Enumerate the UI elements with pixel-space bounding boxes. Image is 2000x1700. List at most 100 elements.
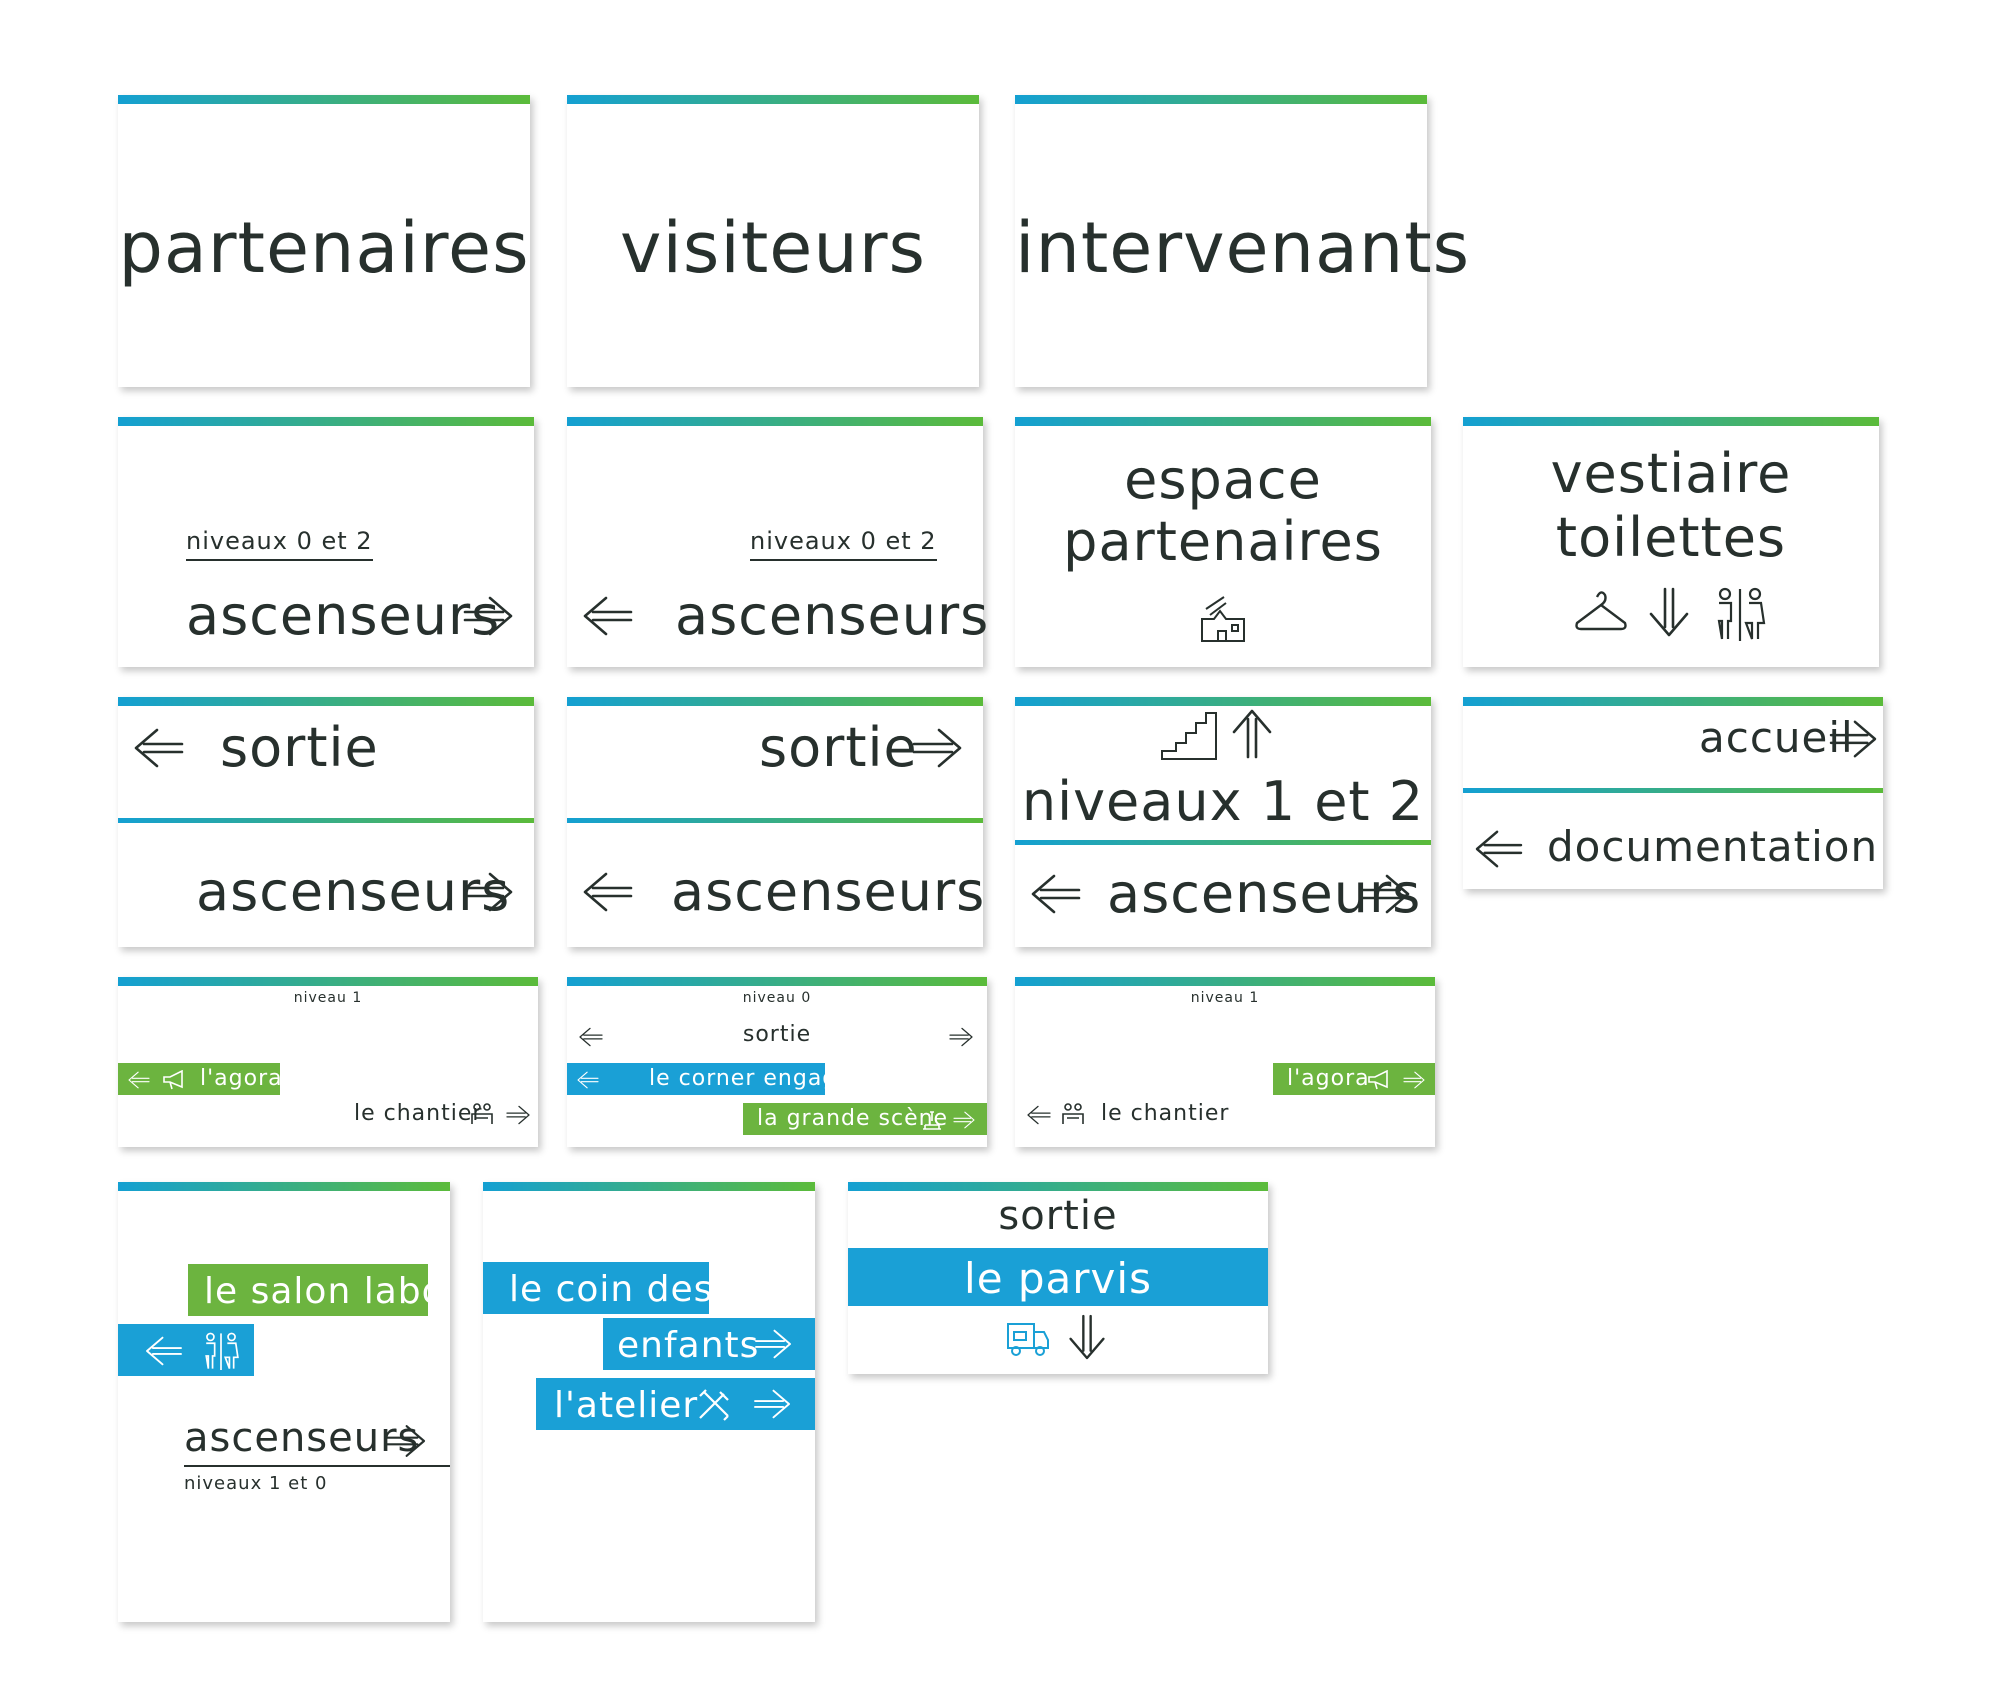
ascenseurs-label: ascenseurs [1107, 862, 1422, 925]
salon-labo-bar: le salon labo [188, 1264, 444, 1316]
meeting-icon [471, 1103, 493, 1124]
arrow-right-icon [506, 1105, 530, 1125]
atelier-label: l'atelier [554, 1385, 699, 1426]
sortie-label: sortie [742, 1022, 812, 1047]
sign-ascenseurs-right: niveaux 0 et 2 ascenseurs [118, 417, 534, 667]
parvis-label: le parvis [964, 1254, 1152, 1303]
arrow-down-icon [1649, 587, 1689, 637]
coin-des-bar: le coin des [483, 1262, 712, 1314]
arrow-left-icon [583, 596, 633, 636]
atelier-bar: l'atelier [536, 1378, 815, 1430]
toilets-icon [1717, 587, 1766, 641]
partner-building-icon [1201, 596, 1245, 642]
corner-bar: le corner engagé [567, 1063, 851, 1095]
divider [118, 818, 534, 823]
agora-label: l'agora [1287, 1066, 1370, 1091]
arrow-left-icon [128, 1071, 150, 1089]
chantier-label: le chantier [354, 1101, 483, 1126]
sign-niveau-1-left: niveau 1 l'agora le chantier [118, 977, 538, 1147]
sign-title-line1: vestiaire [1550, 442, 1792, 505]
divider [184, 1465, 450, 1467]
grande-scene-label: la grande scène [757, 1106, 949, 1131]
chantier-label: le chantier [1101, 1101, 1230, 1126]
niveau-label: niveau 0 [742, 990, 812, 1006]
sign-title: ascenseurs [675, 584, 990, 647]
arrow-left-icon [146, 1336, 182, 1366]
stairs-icon [1161, 712, 1217, 760]
arrow-right-icon [384, 1425, 426, 1457]
corner-label: le corner engagé [649, 1066, 852, 1091]
sign-niveau-1-right: niveau 1 l'agora le chantier [1015, 977, 1435, 1147]
toilets-icon [205, 1332, 239, 1370]
sign-coin-des-enfants: le coin des enfants l'atelier [483, 1182, 815, 1622]
ascenseurs-label: ascenseurs [196, 860, 511, 923]
sign-title: ascenseurs [186, 584, 501, 647]
arrow-left-icon [577, 1071, 599, 1089]
sign-title-line2: partenaires [1063, 510, 1383, 573]
arrow-up-icon [1232, 709, 1272, 759]
grande-scene-bar: la grande scène [743, 1103, 987, 1135]
tools-icon [699, 1389, 729, 1421]
sign-sortie-ascenseurs-2: sortie ascenseurs [567, 697, 986, 947]
meeting-icon [1062, 1103, 1084, 1124]
sign-title: visiteurs [620, 207, 926, 289]
sign-sortie-parvis: sortie le parvis [848, 1182, 1268, 1374]
arrow-right-icon [754, 1389, 790, 1419]
agora-bar: l'agora [1273, 1063, 1435, 1095]
niveau-label: niveau 1 [1190, 990, 1260, 1006]
sign-intervenants: intervenants [1015, 95, 1471, 387]
arrow-right-icon [463, 596, 513, 636]
sign-salon-labo: le salon labo ascenseurs niveaux 1 et 0 [118, 1182, 450, 1622]
sign-vestiaire-toilettes: vestiaire toilettes [1463, 417, 1879, 667]
niveaux-label: niveaux 1 et 0 [184, 1473, 328, 1494]
sign-espace-partenaires: espace partenaires [1015, 417, 1431, 667]
sign-sortie-ascenseurs-1: sortie ascenseurs [118, 697, 534, 947]
sortie-label: sortie [998, 1193, 1118, 1239]
arrow-left-icon [1027, 1105, 1051, 1125]
salon-labo-label: le salon labo [204, 1271, 445, 1312]
toilets-bar [118, 1324, 254, 1376]
sign-partenaires: partenaires [118, 95, 530, 387]
sign-ascenseurs-left: niveaux 0 et 2 ascenseurs [567, 417, 988, 667]
agora-bar: l'agora [118, 1063, 282, 1095]
sign-title: intervenants [1015, 207, 1471, 289]
megaphone-icon [1368, 1070, 1388, 1090]
documentation-label: documentation [1547, 822, 1879, 871]
arrow-right-icon [1360, 874, 1410, 914]
arrow-down-icon [1069, 1314, 1105, 1360]
ascenseurs-label: ascenseurs [671, 860, 986, 923]
accueil-label: accueil [1699, 713, 1854, 762]
sign-title-line1: espace [1124, 448, 1322, 511]
sign-title: partenaires [118, 207, 530, 289]
arrow-left-icon [1475, 830, 1523, 868]
sortie-label: sortie [220, 716, 379, 779]
arrow-right-icon [1403, 1071, 1425, 1089]
parvis-bar: le parvis [848, 1248, 1268, 1306]
arrow-right-icon [953, 1111, 975, 1129]
sign-niveau-0: niveau 0 sortie le corner engagé la gran… [567, 977, 987, 1147]
divider [1015, 840, 1431, 845]
niveau-label: niveau 1 [293, 990, 363, 1006]
megaphone-icon [163, 1070, 183, 1090]
stage-icon [923, 1111, 941, 1130]
sign-subtitle: niveaux 0 et 2 [750, 529, 937, 561]
niveaux-label: niveaux 1 et 2 [1021, 770, 1425, 833]
hanger-icon [1575, 591, 1627, 631]
sign-subtitle: niveaux 0 et 2 [186, 529, 373, 561]
enfants-label: enfants [617, 1325, 760, 1366]
sign-visiteurs: visiteurs [567, 95, 979, 387]
arrow-right-icon [1829, 720, 1877, 758]
ascenseurs-label: ascenseurs [184, 1415, 420, 1461]
arrow-left-icon [583, 872, 633, 912]
arrow-right-icon [912, 728, 962, 768]
divider [1463, 788, 1883, 793]
arrow-right-icon [755, 1329, 791, 1359]
van-icon [1007, 1323, 1049, 1356]
sign-accueil-documentation: accueil documentation [1463, 697, 1883, 889]
divider [567, 818, 983, 823]
arrow-left-icon [1031, 874, 1081, 914]
sortie-label: sortie [759, 716, 918, 779]
coin-des-label: le coin des [509, 1269, 714, 1310]
arrow-right-icon [949, 1027, 973, 1047]
sign-title-line2: toilettes [1555, 506, 1787, 569]
